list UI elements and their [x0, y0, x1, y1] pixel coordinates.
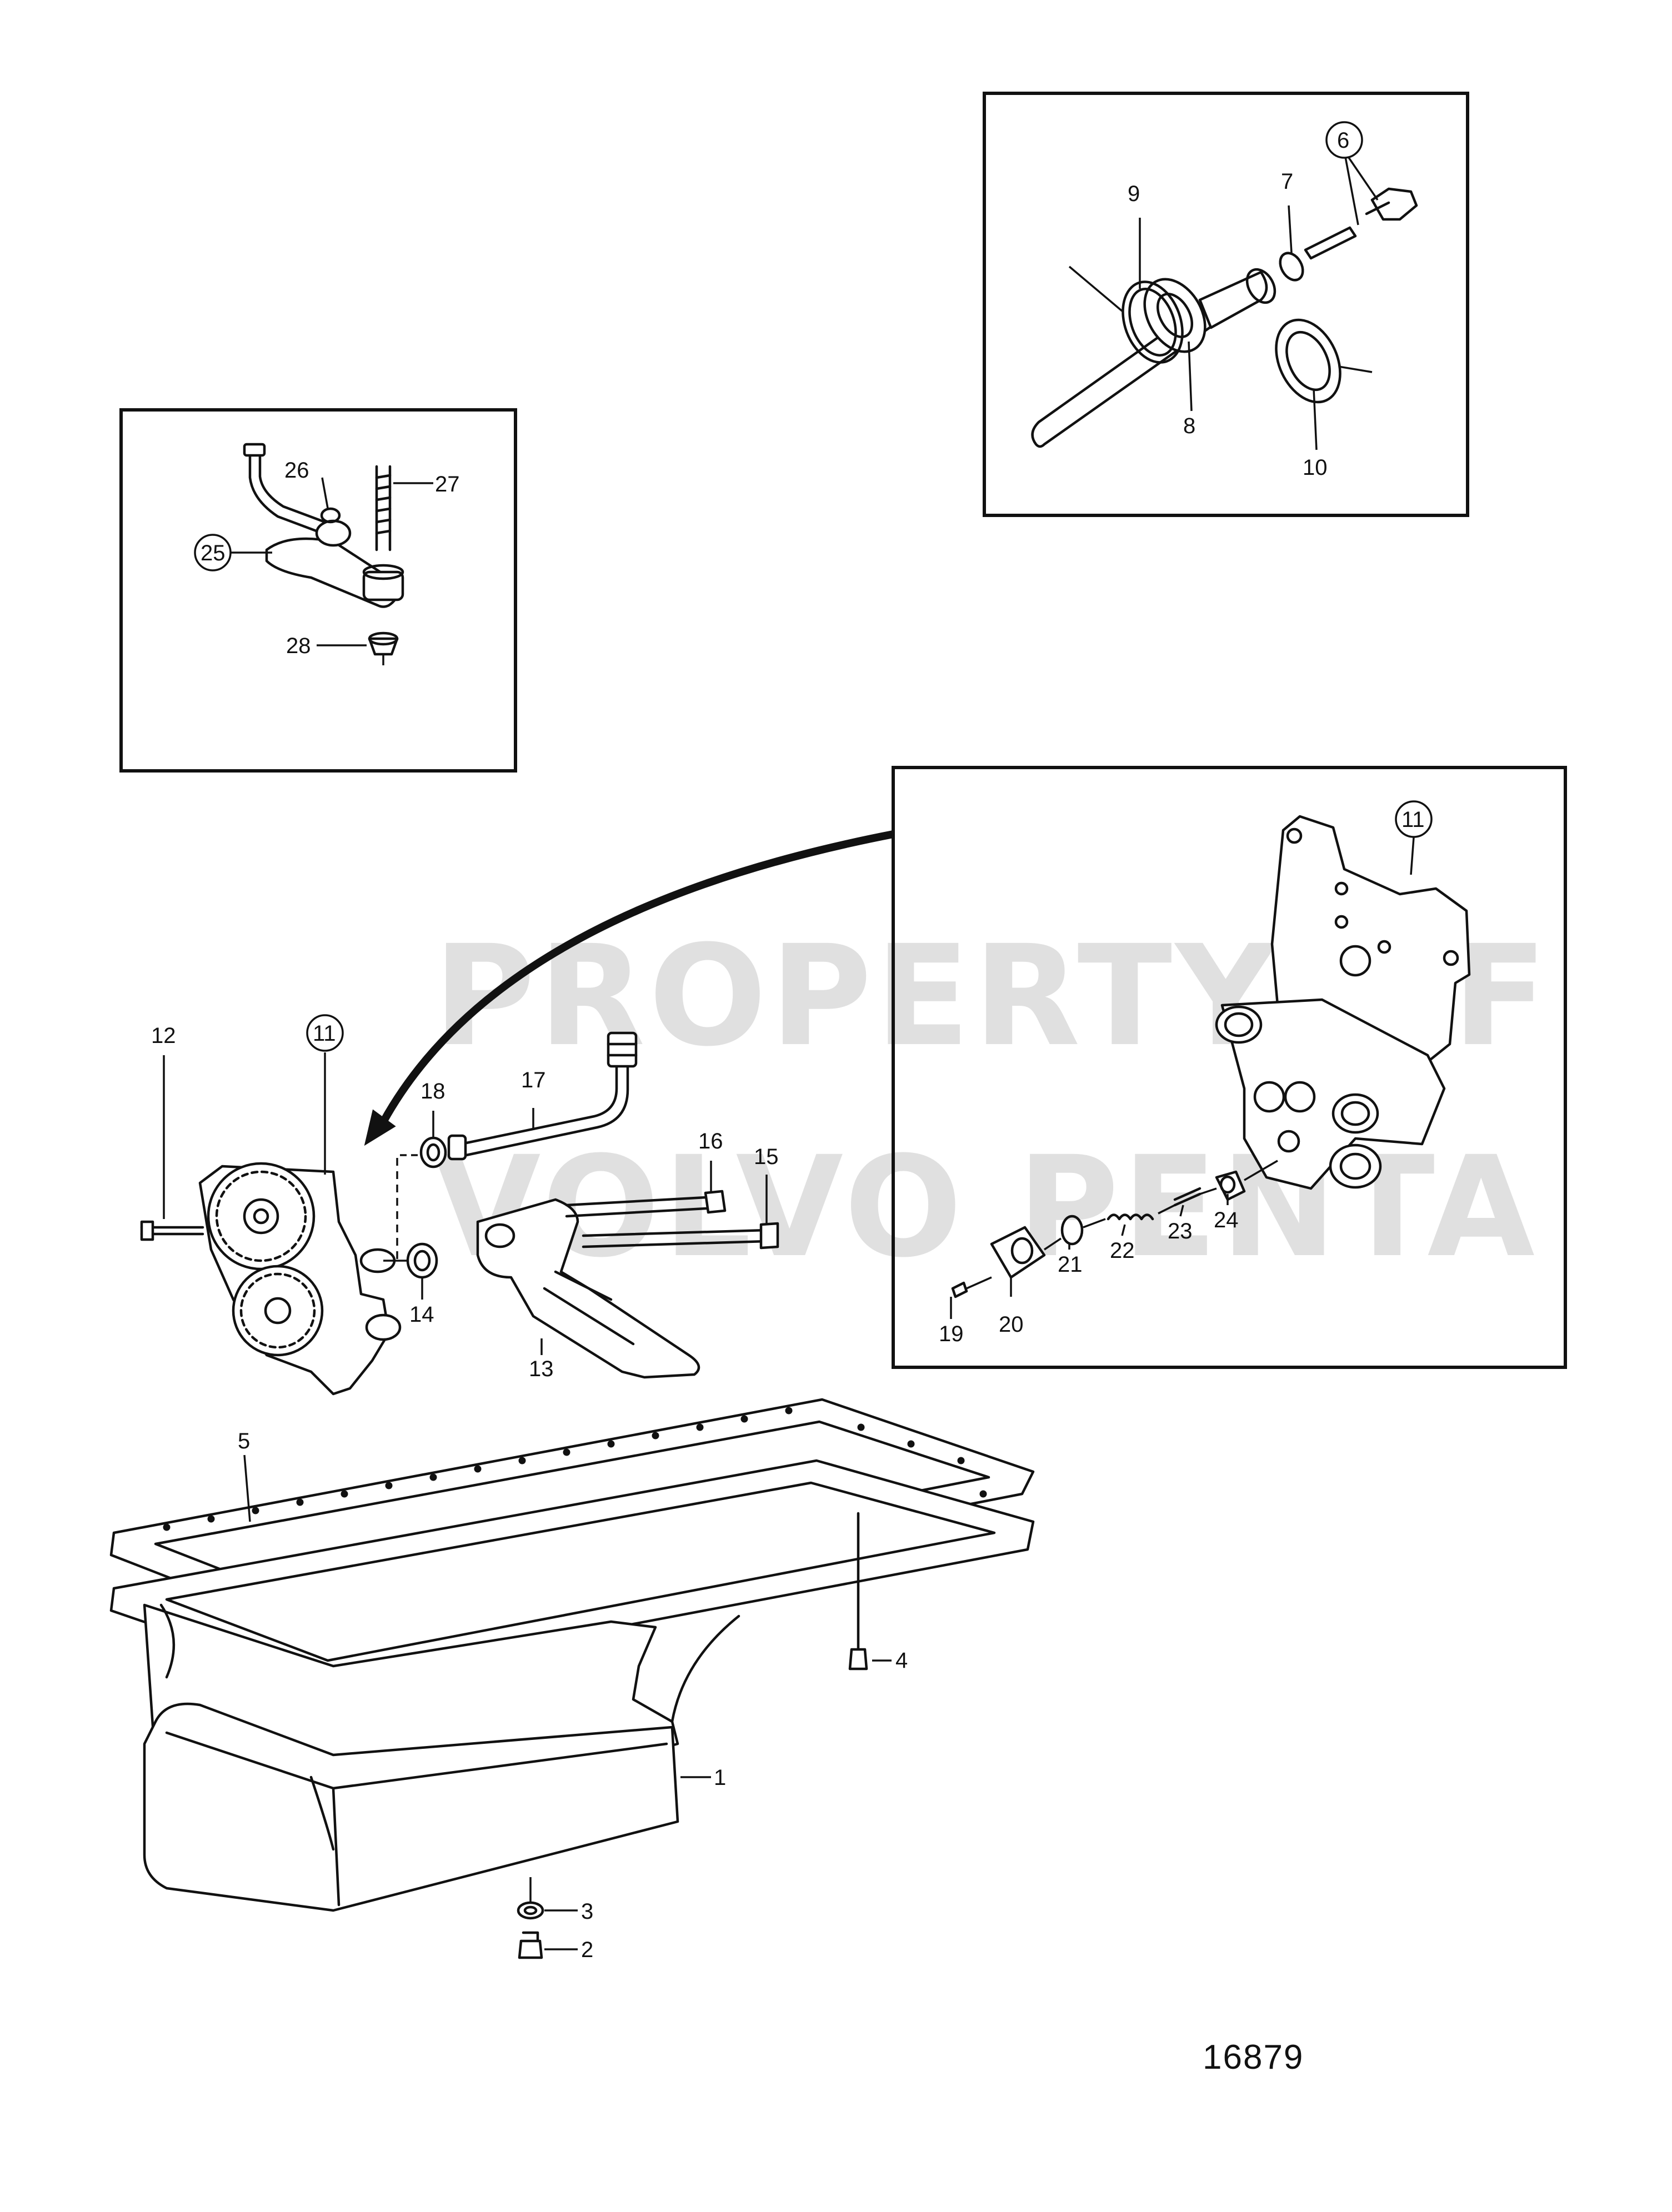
oil-line-assembly [383, 1031, 638, 1300]
callout-11-circle-right [1395, 800, 1433, 838]
callout-18: 18 [420, 1079, 445, 1104]
callout-7: 7 [1281, 169, 1293, 194]
drawing-number: 16879 [1203, 2038, 1304, 2076]
piston-23 [1173, 1187, 1202, 1207]
callout-20: 20 [999, 1312, 1024, 1337]
reference-arrow [364, 830, 894, 1146]
callout-11-right: 11 [1401, 807, 1425, 832]
ring-7 [1279, 252, 1304, 282]
bolt-15 [582, 1228, 768, 1237]
bolt-4 [848, 1648, 868, 1671]
oil-pan-assembly [109, 1398, 1035, 1959]
washer-26 [320, 507, 341, 524]
o-ring-9 [1122, 280, 1184, 364]
callout-17: 17 [521, 1068, 546, 1092]
callout-23: 23 [1168, 1219, 1193, 1243]
bolt-16 [565, 1195, 718, 1207]
seal-18 [419, 1136, 447, 1168]
oil-pipe-assembly [231, 443, 433, 665]
oil-pan-sump [143, 1702, 679, 1912]
callout-12: 12 [151, 1024, 176, 1048]
line-fitting [607, 1031, 638, 1068]
washer-3 [517, 1901, 544, 1920]
washer-21 [1060, 1215, 1084, 1246]
callout-26: 26 [284, 458, 309, 483]
callout-11-left: 11 [313, 1021, 336, 1046]
callouts-top-right: 9 7 6 8 10 [1128, 121, 1363, 480]
callout-8: 8 [1183, 414, 1195, 438]
spring-22 [1107, 1213, 1154, 1221]
callout-27: 27 [435, 472, 460, 496]
callout-24: 24 [1214, 1208, 1239, 1232]
callout-6: 6 [1337, 128, 1349, 153]
outlet-port-3 [1329, 1143, 1382, 1189]
callout-2: 2 [581, 1938, 593, 1962]
plug-20 [990, 1226, 1046, 1279]
callout-10: 10 [1303, 455, 1328, 480]
outlet-port-1 [1215, 1005, 1263, 1044]
callout-22: 22 [1110, 1238, 1135, 1263]
callouts-oil-pan: 5 4 1 3 2 [238, 1429, 908, 1962]
callout-14: 14 [409, 1302, 434, 1327]
callout-11-circle-left [306, 1014, 344, 1052]
strainer-assembly [476, 1161, 779, 1379]
callout-28: 28 [286, 634, 311, 658]
detail-box-pump [892, 766, 1567, 1369]
oil-pump-assembly [140, 1052, 402, 1396]
nut-28 [368, 637, 399, 656]
outlet-port-2 [1331, 1093, 1379, 1134]
callout-9: 9 [1128, 182, 1140, 206]
pin-6 [1304, 226, 1357, 260]
callout-15: 15 [754, 1145, 779, 1169]
callout-19: 19 [939, 1322, 964, 1346]
callouts-pump-detail: 11 24 23 22 21 20 19 [939, 800, 1433, 1346]
callout-16: 16 [698, 1129, 723, 1153]
detail-box-pipe [119, 408, 517, 773]
callout-3: 3 [581, 1899, 593, 1924]
drain-plug-2 [518, 1939, 543, 1959]
pump-housing-assembly [950, 815, 1471, 1319]
callout-21: 21 [1058, 1252, 1083, 1277]
idler-gear [232, 1265, 324, 1357]
seal-14 [406, 1242, 438, 1279]
oil-pipe [248, 448, 324, 535]
callouts-main-pump: 12 11 18 17 16 15 14 13 [151, 1014, 779, 1381]
callouts-pipe: 26 27 25 28 [194, 458, 460, 658]
callout-4: 4 [895, 1648, 908, 1673]
screw-19 [951, 1281, 968, 1298]
callout-25-circle [194, 534, 232, 571]
callout-1: 1 [714, 1765, 726, 1790]
clip-6 [1370, 187, 1418, 221]
pipe-end [315, 519, 352, 547]
oil-pan-flange [109, 1459, 1035, 1684]
nut-10 [1275, 318, 1341, 404]
suction-tube-assembly [1031, 151, 1418, 450]
pump-inlet [365, 1313, 402, 1341]
callout-13: 13 [529, 1357, 554, 1381]
detail-box-tube [983, 92, 1469, 517]
tube-end [1198, 270, 1268, 329]
callout-25: 25 [201, 541, 226, 565]
callout-6-circle [1325, 121, 1363, 159]
callout-5: 5 [238, 1429, 250, 1453]
oil-line-17 [459, 1065, 618, 1146]
